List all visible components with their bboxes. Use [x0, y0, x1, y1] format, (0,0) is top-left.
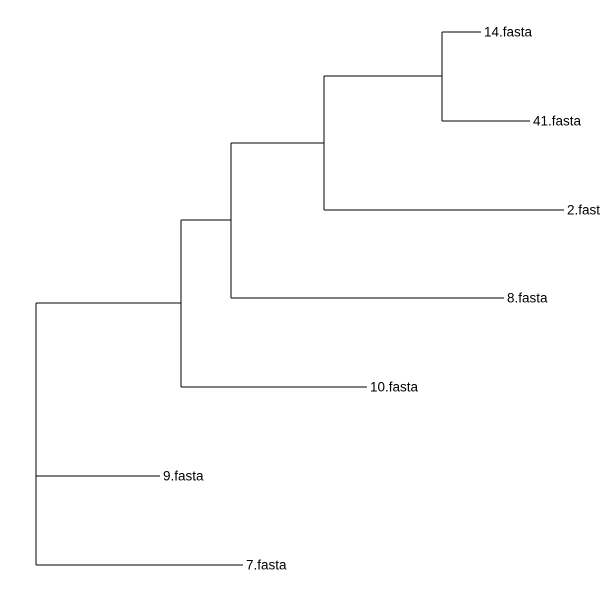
tip-label-9: 9.fasta	[163, 469, 204, 484]
tip-label-41: 41.fasta	[533, 114, 582, 129]
tip-label-8: 8.fasta	[507, 291, 548, 306]
tip-label-2: 2.fasta	[567, 203, 600, 218]
tree-branches	[35, 31, 564, 566]
tip-labels: 14.fasta 41.fasta 2.fasta 8.fasta 10.fas…	[163, 25, 600, 573]
tip-label-14: 14.fasta	[484, 25, 533, 40]
tip-label-7: 7.fasta	[246, 558, 287, 573]
tip-label-10: 10.fasta	[370, 380, 419, 395]
